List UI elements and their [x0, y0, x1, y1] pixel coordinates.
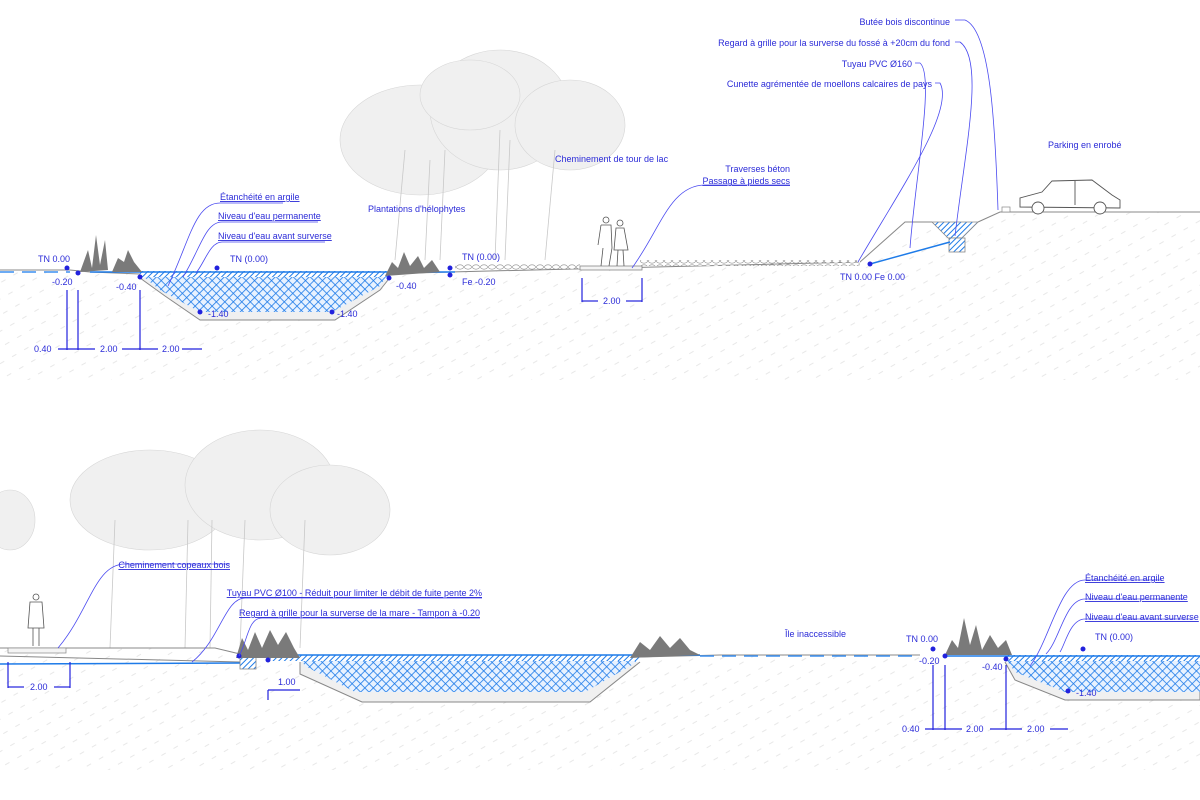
dim-200-a-top: 2.00 — [100, 344, 118, 354]
dim-200-b-bottom: 2.00 — [1027, 724, 1045, 734]
label-cheminement-lac: Cheminement de tour de lac — [555, 154, 669, 164]
dim-100-bottom: 1.00 — [278, 677, 296, 687]
level-minus-020-top: -0.20 — [52, 277, 73, 287]
dim-200-b-top: 2.00 — [162, 344, 180, 354]
label-tuyau-160: Tuyau PVC Ø160 — [842, 59, 912, 69]
level-minus-140-b-top: -1.40 — [337, 309, 358, 319]
label-traverses-1: Traverses béton — [725, 164, 790, 174]
pond-surface-hatch-bottom-right — [1005, 655, 1200, 661]
pond-surface-hatch-bottom — [270, 655, 640, 661]
level-tn-pond-top: TN (0.00) — [230, 254, 268, 264]
label-plantations: Plantations d'hélophytes — [368, 204, 466, 214]
level-tn-fe-000-top: TN 0.00 Fe 0.00 — [840, 272, 905, 282]
overflow-grate-box — [239, 656, 257, 670]
label-ile: Île inaccessible — [784, 629, 846, 639]
label-niveau-perm-top: Niveau d'eau permanente — [218, 211, 321, 221]
dimension-lines-top — [58, 278, 643, 350]
section-bottom: TN 0.00 -0.20 -0.40 TN (0.00) -1.40 2.00… — [0, 429, 1200, 770]
leader-lines-bottom — [57, 563, 1192, 667]
path-stones-top-2 — [640, 260, 860, 266]
helophyte-plants-top-right — [385, 252, 440, 276]
dim-200-path-bottom: 2.00 — [30, 682, 48, 692]
path-under-line — [0, 655, 241, 663]
level-minus-140-bottom: -1.40 — [1076, 688, 1097, 698]
dim-040-top: 0.40 — [34, 344, 52, 354]
pond-water-bottom-right — [1005, 658, 1200, 692]
dim-040-bottom: 0.40 — [902, 724, 920, 734]
label-copeaux: Cheminement copeaux bois — [118, 560, 230, 570]
woodchip-path-slab — [7, 647, 67, 654]
car-icon — [1019, 179, 1121, 215]
leader-lines-top — [167, 19, 999, 287]
label-etancheite-bottom: Étanchéité en argile — [1085, 573, 1165, 583]
level-tn-bottom: TN 0.00 — [906, 634, 938, 644]
label-traverses-2: Passage à pieds secs — [702, 176, 790, 186]
label-butee: Butée bois discontinue — [859, 17, 950, 27]
level-minus-040-bottom: -0.40 — [982, 662, 1003, 672]
section-top: TN 0.00 -0.20 -0.40 TN (0.00) -1.40 -1.4… — [0, 17, 1200, 380]
tree-group-bottom — [0, 429, 391, 649]
label-tuyau-100: Tuyau PVC Ø100 - Réduit pour limiter le … — [227, 588, 482, 598]
dimension-lines-bottom — [7, 662, 1068, 730]
timber-stop — [1001, 206, 1011, 213]
pond-water-top — [140, 274, 388, 312]
level-minus-040-left-top: -0.40 — [116, 282, 137, 292]
concrete-sleepers — [579, 265, 643, 271]
level-tn-pond-bottom: TN (0.00) — [1095, 632, 1133, 642]
pedestrian-icon — [27, 593, 45, 646]
pipe-pvc-100 — [0, 662, 241, 665]
helophyte-plants-bottom — [236, 618, 1012, 658]
soil-bottom — [0, 648, 1200, 770]
label-niveau-avant-top: Niveau d'eau avant surverse — [218, 231, 332, 241]
label-cunette: Cunette agrémentée de moellons calcaires… — [727, 79, 933, 89]
pipe-pvc-160 — [869, 241, 951, 265]
helophyte-plants-top-left — [80, 235, 142, 272]
label-parking: Parking en enrobé — [1048, 140, 1122, 150]
dim-200-a-bottom: 2.00 — [966, 724, 984, 734]
level-fe-020-top: Fe -0.20 — [462, 277, 496, 287]
pedestrians-icon — [597, 216, 629, 267]
ditch-grate-box — [948, 237, 966, 253]
dim-200-path-top: 2.00 — [603, 296, 621, 306]
level-markers-bottom — [236, 646, 1086, 694]
label-regard-fosse: Regard à grille pour la surverse du foss… — [718, 38, 950, 48]
label-etancheite-top: Étanchéité en argile — [220, 192, 300, 202]
label-regard-mare: Regard à grille pour la surverse de la m… — [239, 608, 480, 618]
level-tn-path-top: TN (0.00) — [462, 252, 500, 262]
level-minus-040-right-top: -0.40 — [396, 281, 417, 291]
level-tn-left-top: TN 0.00 — [38, 254, 70, 264]
pond-surface-hatch-top — [140, 271, 388, 277]
level-markers-top — [64, 261, 873, 315]
tree-group-top — [339, 49, 626, 261]
pond-water-bottom — [300, 658, 640, 692]
label-niveau-perm-bottom: Niveau d'eau permanente — [1085, 592, 1188, 602]
path-stones-top — [455, 264, 580, 270]
level-minus-020-bottom: -0.20 — [919, 656, 940, 666]
soil-top — [0, 212, 1200, 380]
label-niveau-avant-bottom: Niveau d'eau avant surverse — [1085, 612, 1199, 622]
level-minus-140-a-top: -1.40 — [208, 309, 229, 319]
